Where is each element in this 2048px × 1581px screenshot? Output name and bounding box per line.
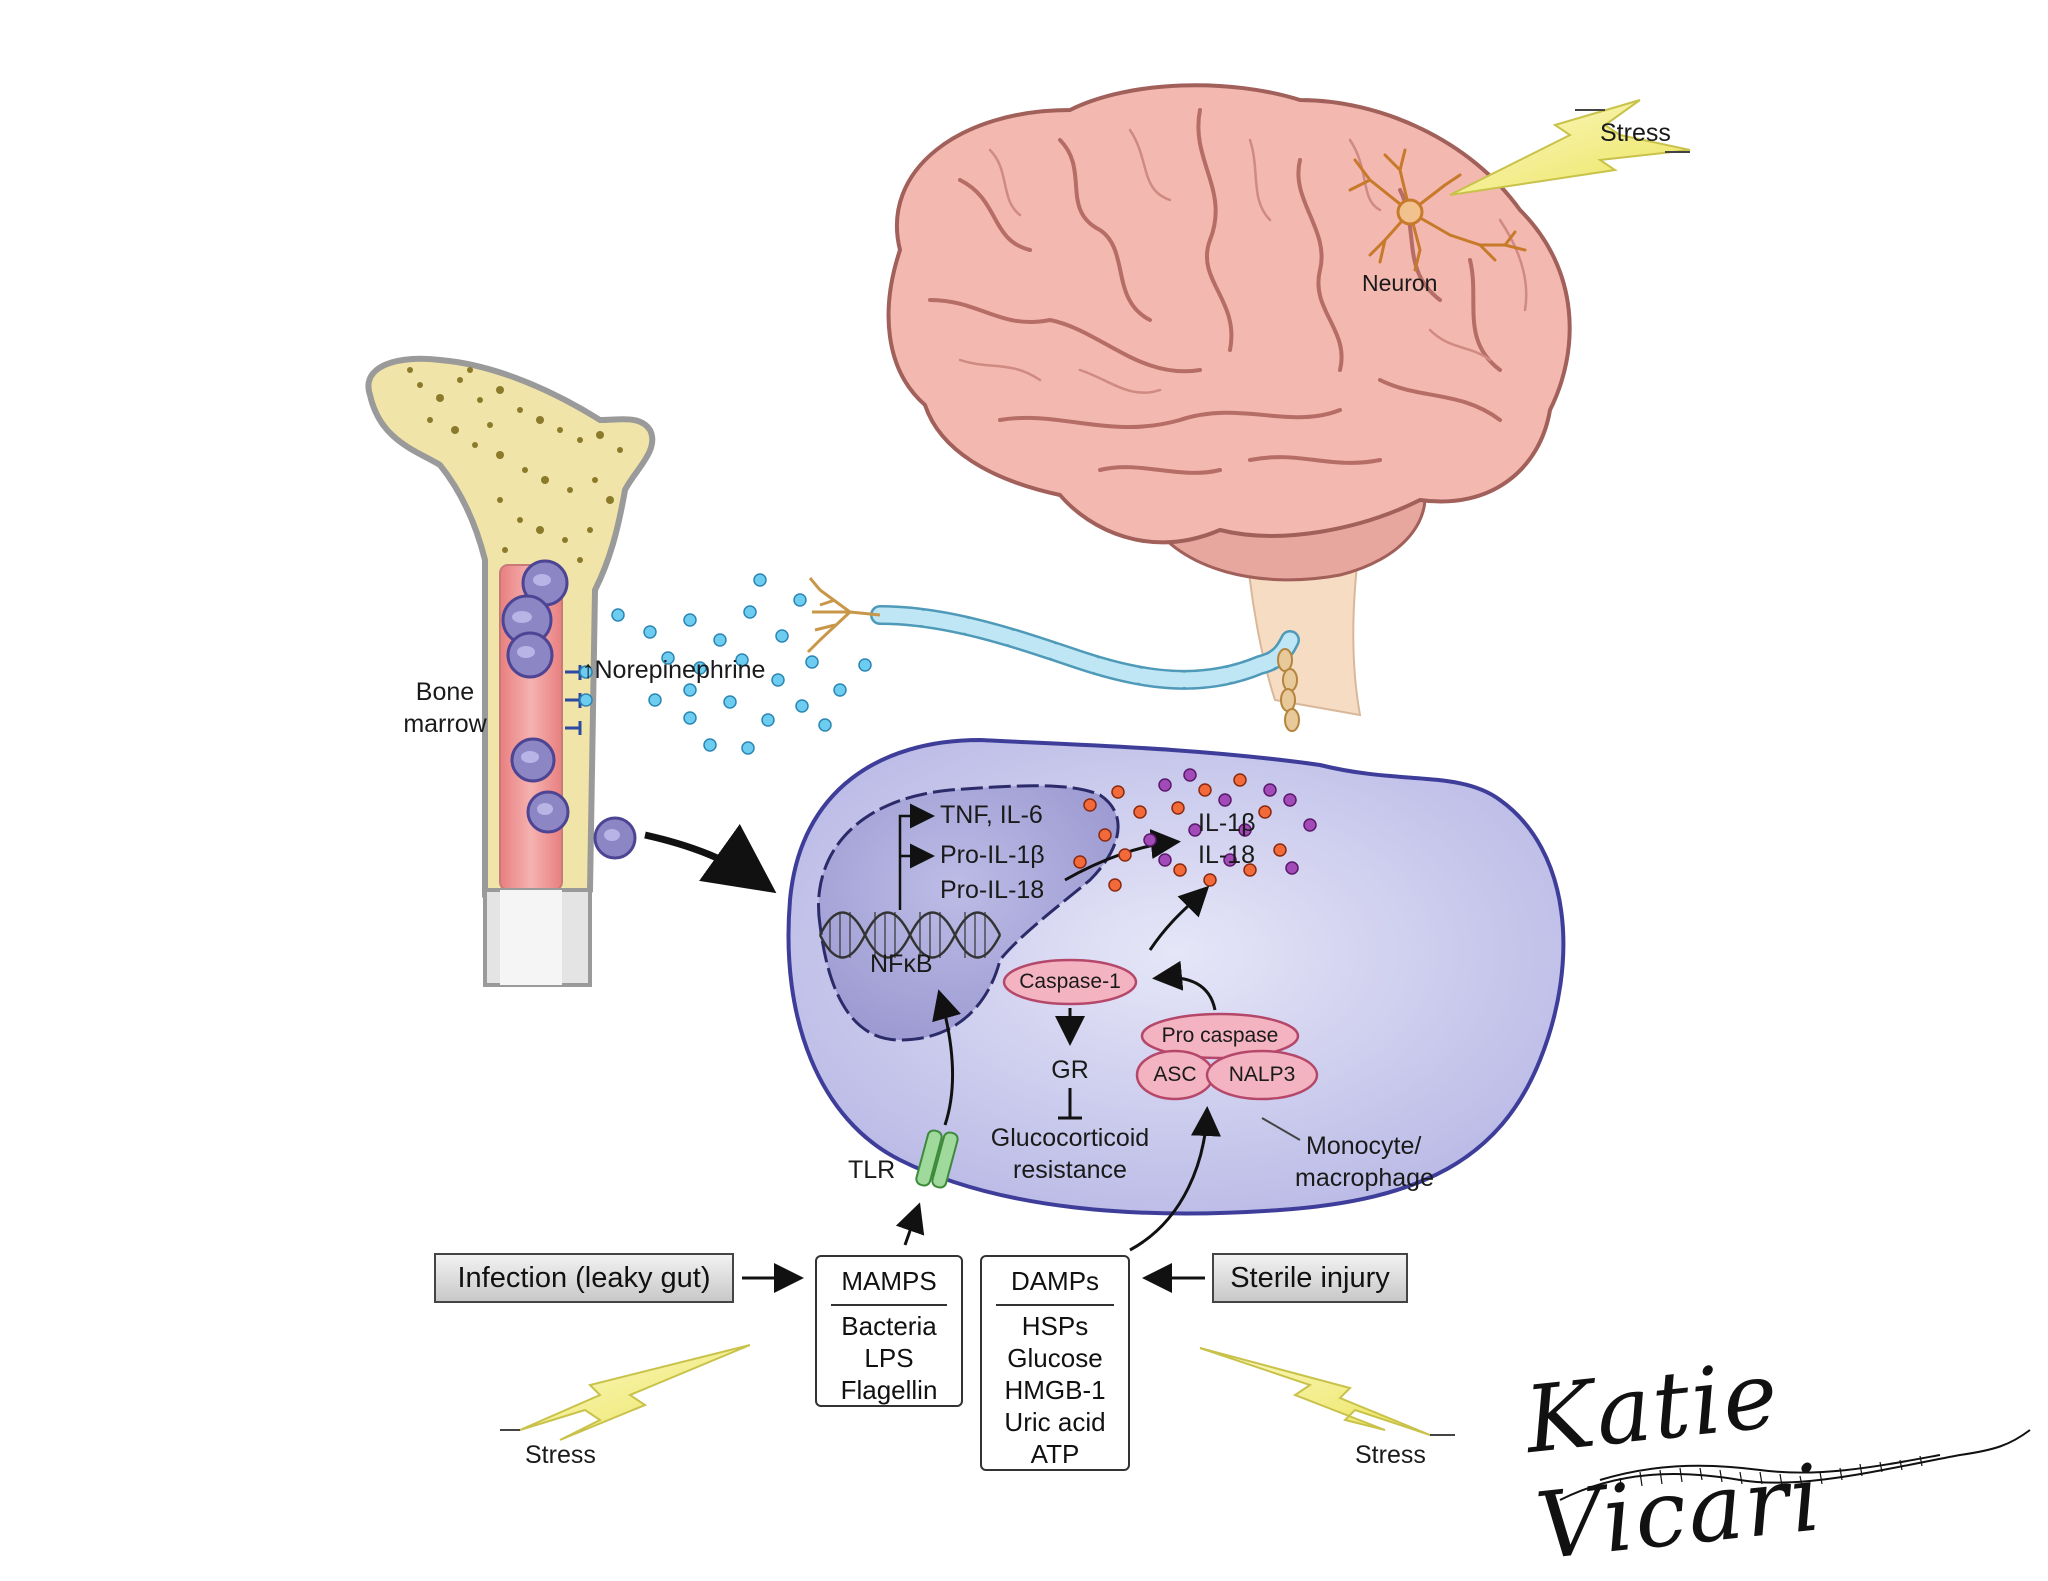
pro-il18-label: Pro-IL-18 xyxy=(940,876,1045,904)
il18-label: IL-18 xyxy=(1198,841,1255,869)
gr-label: GR xyxy=(1051,1056,1089,1084)
resistance-label: resistance xyxy=(1013,1156,1127,1184)
cytokine-dots-purple xyxy=(1143,768,1317,875)
stress-label-left: Stress xyxy=(525,1441,596,1469)
cytokine-dots-orange xyxy=(1073,773,1287,892)
sterile-injury-label: Sterile injury xyxy=(1230,1261,1390,1294)
mamps-title: MAMPS xyxy=(831,1257,947,1306)
nfkb-label: NFκB xyxy=(870,950,933,978)
nerve-fiber xyxy=(806,577,1300,732)
mamps-item: LPS xyxy=(864,1343,914,1373)
tlr-receptor-icon xyxy=(915,1129,959,1189)
asc-label: ASC xyxy=(1153,1063,1197,1086)
monocyte-migration-arrow xyxy=(644,823,777,894)
caspase1-label: Caspase-1 xyxy=(1019,970,1121,993)
bone-marrow-label-line1: Bone xyxy=(415,678,475,706)
damps-title: DAMPs xyxy=(996,1257,1114,1306)
stress-label-top: Stress xyxy=(1600,119,1671,147)
brain-illustration xyxy=(886,83,1572,717)
mamps-box: MAMPS Bacteria LPS Flagellin xyxy=(815,1255,963,1407)
damps-box: DAMPs HSPs Glucose HMGB-1 Uric acid ATP xyxy=(980,1255,1130,1471)
bone-illustration xyxy=(365,355,656,987)
pro-caspase-label: Pro caspase xyxy=(1161,1024,1279,1047)
tnf-il6-label: TNF, IL-6 xyxy=(940,801,1043,829)
mamps-to-tlr-arrow xyxy=(895,1202,925,1246)
nucleus xyxy=(817,784,1120,1042)
inflammasome-activation-arrow xyxy=(1152,960,1217,1011)
infection-box: Infection (leaky gut) xyxy=(434,1253,734,1303)
artist-signature: Katie Vicari xyxy=(1520,1341,1828,1581)
signature-flourish xyxy=(1559,1429,2031,1501)
tlr-label: TLR xyxy=(848,1156,896,1184)
damps-to-inflammasome-arrow xyxy=(1129,1106,1221,1252)
pro-caspase-oval xyxy=(1140,1012,1300,1060)
monocyte-label-line2: macrophage xyxy=(1295,1164,1434,1192)
stress-label-right: Stress xyxy=(1355,1441,1426,1469)
glucocorticoid-label: Glucocorticoid xyxy=(990,1124,1150,1152)
caspase-cleavage-arrow xyxy=(1148,885,1210,951)
infection-label: Infection (leaky gut) xyxy=(457,1261,711,1294)
caspase1-oval xyxy=(1002,958,1138,1006)
dna-helix-icon xyxy=(818,911,1002,959)
monocyte-leader-line xyxy=(1261,1117,1301,1141)
damps-item: HSPs xyxy=(1021,1311,1089,1341)
bone-marrow-label-line2: marrow xyxy=(403,710,487,738)
lightning-bolt-left-icon xyxy=(519,1344,751,1441)
damps-item: ATP xyxy=(1030,1439,1080,1469)
transcription-arrows xyxy=(898,803,935,910)
nalp3-oval xyxy=(1205,1049,1319,1101)
damps-item: Glucose xyxy=(1007,1343,1103,1373)
nalp3-label: NALP3 xyxy=(1228,1063,1296,1086)
damps-item: Uric acid xyxy=(1004,1407,1106,1437)
monocyte-label-line1: Monocyte/ xyxy=(1306,1132,1422,1160)
gr-inhibition xyxy=(1058,1088,1082,1120)
norepinephrine-dots xyxy=(611,573,872,755)
norepinephrine-label: ↑Norepinephrine xyxy=(582,656,766,684)
lightning-bolt-top-icon xyxy=(1449,99,1691,196)
tlr-to-nfkb-arrow xyxy=(932,989,962,1126)
mamps-item: Bacteria xyxy=(841,1311,937,1341)
diagram-canvas xyxy=(365,83,2031,1501)
pro-il1b-label: Pro-IL-1β xyxy=(940,841,1045,869)
lightning-bolt-right-icon xyxy=(1199,1347,1431,1436)
neuron-icon xyxy=(1348,148,1527,272)
damps-item: HMGB-1 xyxy=(1004,1375,1106,1405)
il1b-label: IL-1β xyxy=(1198,809,1256,837)
mamps-item: Flagellin xyxy=(840,1375,938,1405)
neuron-label: Neuron xyxy=(1362,270,1438,296)
sterile-injury-box: Sterile injury xyxy=(1212,1253,1408,1303)
